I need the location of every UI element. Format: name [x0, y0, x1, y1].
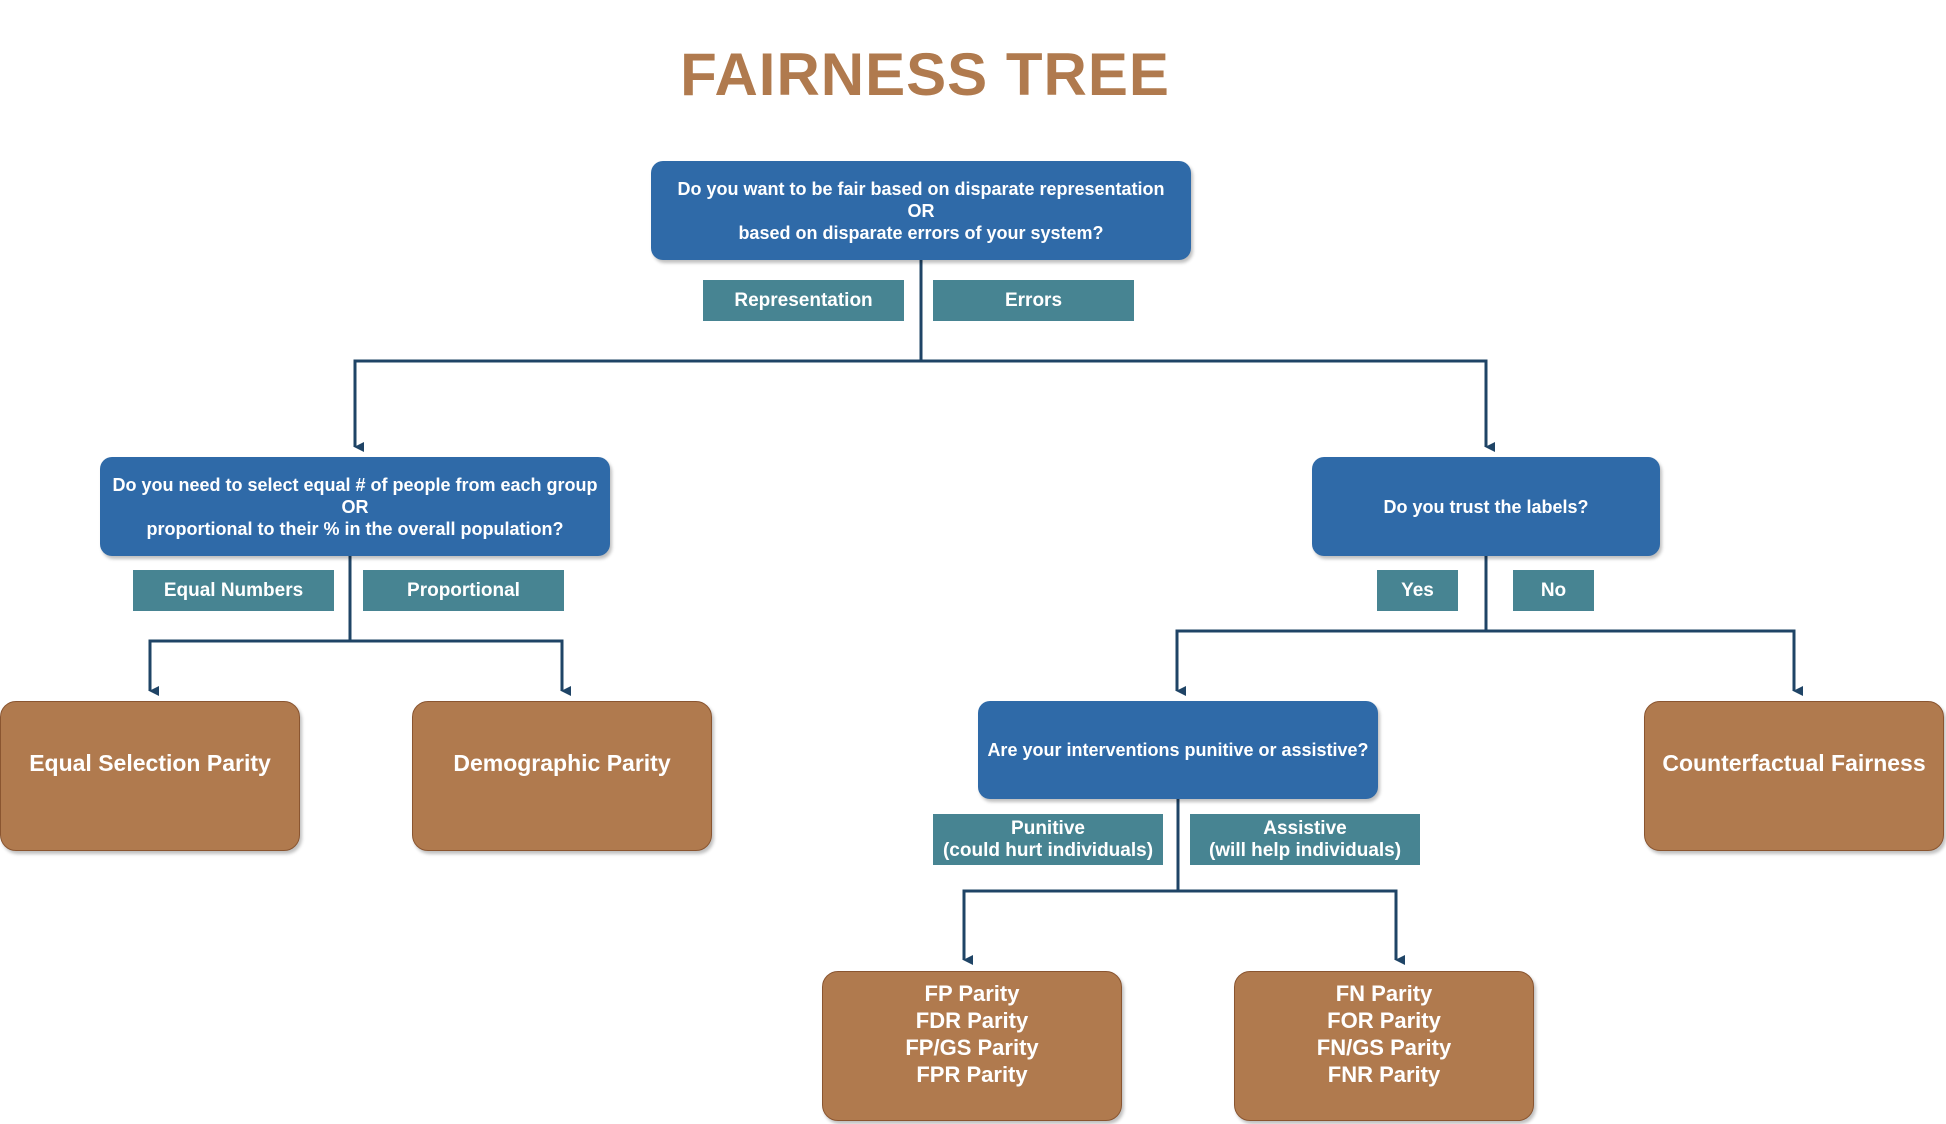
page-title: FAIRNESS TREE	[680, 41, 1170, 108]
labels-question-text: Do you trust the labels?	[1383, 496, 1589, 517]
answer-label-yes: Yes	[1377, 570, 1458, 611]
root-question-line: based on disparate errors of your system…	[738, 222, 1104, 243]
connector-representation-to-equal-selection	[148, 556, 352, 696]
interventions-question-box: Are your interventions punitive or assis…	[978, 701, 1378, 799]
connector-interventions-to-fp-group	[962, 799, 1180, 965]
fp-group-metric: FPR Parity	[916, 1062, 1028, 1087]
leaf-demographic-parity: Demographic Parity	[412, 701, 712, 851]
connector-interventions-to-fn-group	[1178, 889, 1405, 965]
fp-group-metric: FP Parity	[924, 981, 1020, 1006]
fn-group-metric: FN Parity	[1335, 981, 1433, 1006]
representation-question-line: proportional to their % in the overall p…	[146, 518, 564, 539]
interventions-question-text: Are your interventions punitive or assis…	[987, 740, 1369, 760]
connector-labels-to-counterfactual	[1486, 629, 1803, 696]
representation-question-line: Do you need to select equal # of people …	[112, 474, 598, 495]
labels-question-box: Do you trust the labels?	[1312, 457, 1660, 556]
leaf-fn-parity-group: FN Parity FOR Parity FN/GS Parity FNR Pa…	[1234, 971, 1534, 1121]
fp-group-metric: FP/GS Parity	[905, 1035, 1039, 1060]
root-question-line: OR	[907, 200, 935, 221]
leaf-counterfactual-fairness: Counterfactual Fairness	[1644, 701, 1944, 851]
fn-group-metric: FOR Parity	[1327, 1008, 1441, 1033]
answer-label-errors: Errors	[933, 280, 1134, 321]
connector-representation-to-demographic	[350, 639, 571, 696]
answer-label-punitive: Punitive (could hurt individuals)	[933, 814, 1163, 865]
punitive-label-line: Punitive	[1011, 817, 1085, 839]
leaf-equal-selection-parity: Equal Selection Parity	[0, 701, 300, 851]
punitive-label-line: (could hurt individuals)	[942, 839, 1154, 861]
fn-group-metric: FNR Parity	[1327, 1062, 1441, 1087]
root-question-line: Do you want to be fair based on disparat…	[677, 178, 1165, 199]
connector-root-to-representation	[353, 260, 923, 452]
fp-group-metric: FDR Parity	[915, 1008, 1029, 1033]
connector-labels-to-interventions	[1175, 556, 1488, 696]
representation-question-line: OR	[341, 496, 369, 517]
answer-label-no: No	[1513, 570, 1594, 611]
answer-label-proportional: Proportional	[363, 570, 564, 611]
connector-root-to-labels	[921, 359, 1495, 452]
assistive-label-line: (will help individuals)	[1208, 839, 1402, 861]
leaf-fp-parity-group: FP Parity FDR Parity FP/GS Parity FPR Pa…	[822, 971, 1122, 1121]
representation-question-box: Do you need to select equal # of people …	[100, 457, 610, 556]
answer-label-assistive: Assistive (will help individuals)	[1190, 814, 1420, 865]
answer-label-equal-numbers: Equal Numbers	[133, 570, 334, 611]
answer-label-representation: Representation	[703, 280, 904, 321]
root-question-box: Do you want to be fair based on disparat…	[651, 161, 1191, 260]
fn-group-metric: FN/GS Parity	[1316, 1035, 1452, 1060]
assistive-label-line: Assistive	[1263, 817, 1347, 839]
